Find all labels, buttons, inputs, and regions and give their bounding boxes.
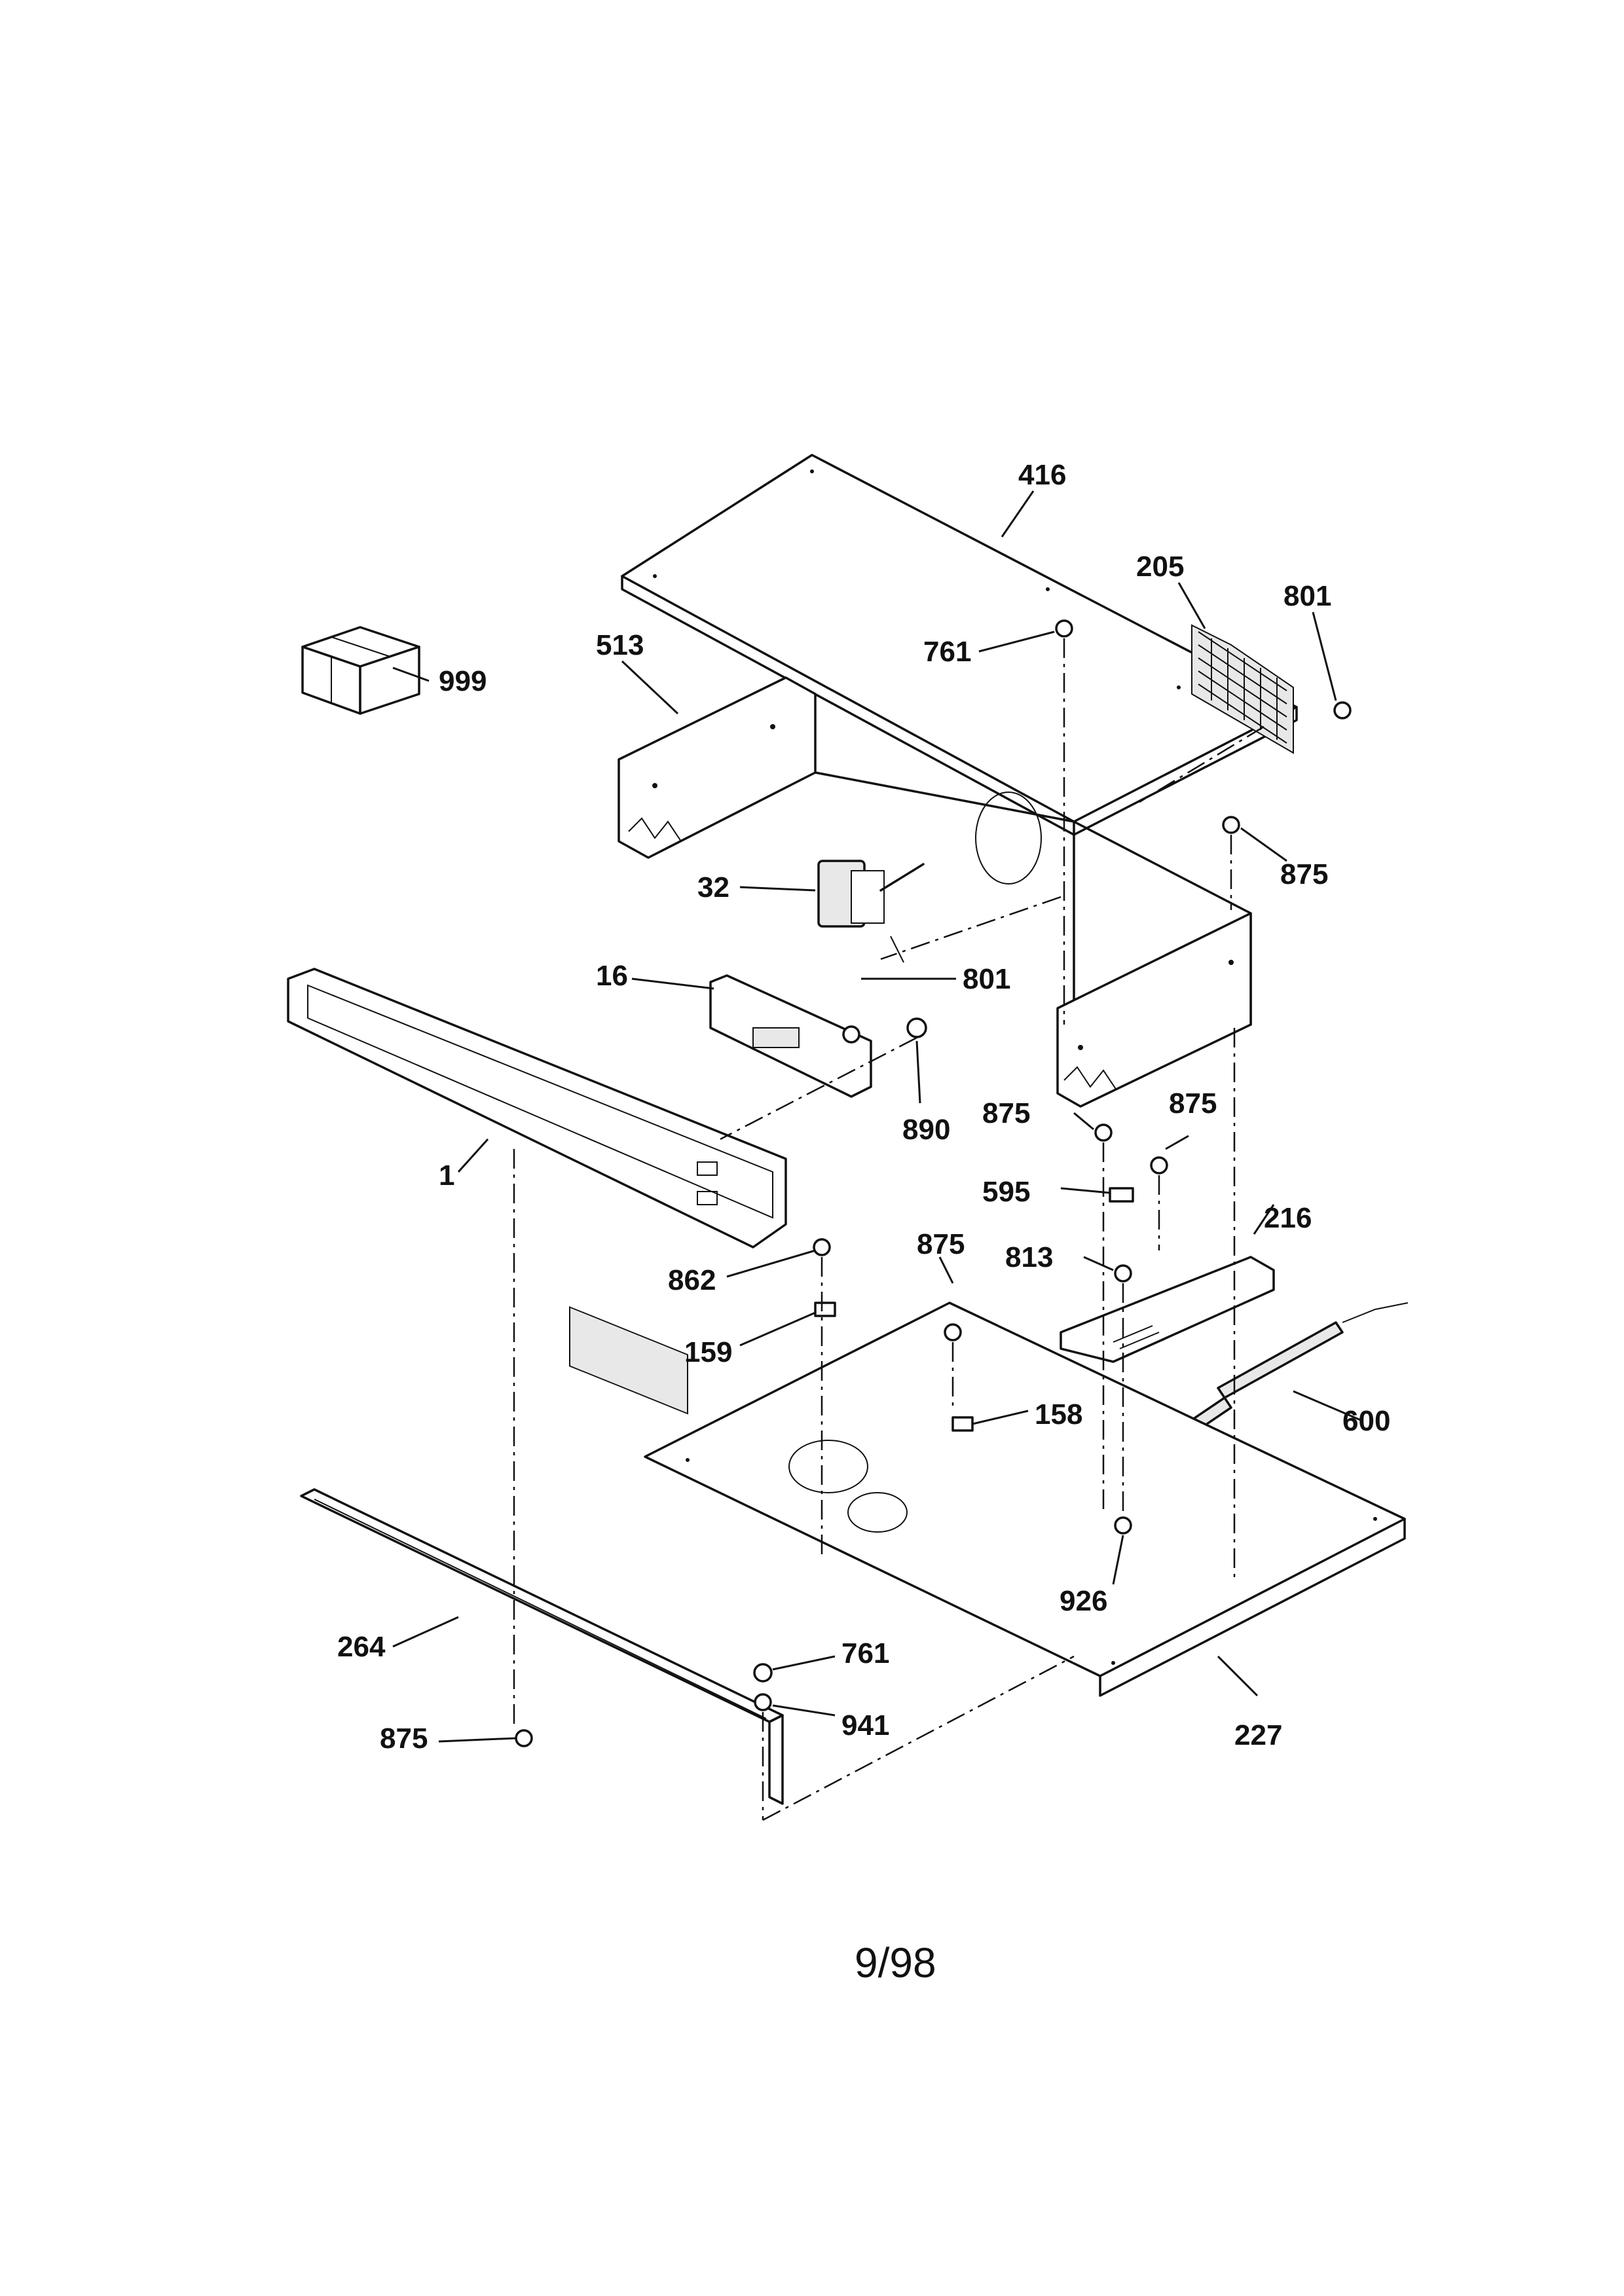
- screw-813: [1114, 1264, 1132, 1283]
- screw-862: [813, 1238, 831, 1256]
- keypad: [569, 1306, 688, 1415]
- label-32: 32: [697, 871, 729, 903]
- part-16-control-board: [709, 974, 872, 1098]
- label-205: 205: [1136, 551, 1184, 583]
- leader-lines: [392, 490, 1363, 1743]
- label-227: 227: [1234, 1719, 1282, 1751]
- label-862: 862: [668, 1264, 716, 1296]
- screw-875-top: [1222, 816, 1240, 834]
- label-16: 16: [596, 960, 628, 992]
- label-264: 264: [337, 1631, 386, 1663]
- label-416: 416: [1018, 459, 1066, 491]
- label-875-top: 875: [1280, 858, 1328, 890]
- label-941: 941: [841, 1709, 889, 1741]
- washer-941: [754, 1693, 772, 1711]
- part-1-control-panel: [287, 968, 787, 1415]
- label-875-d: 875: [917, 1228, 965, 1260]
- page-mark: 9/98: [855, 1939, 936, 1986]
- clip-595: [1109, 1187, 1134, 1203]
- part-216-relay-cover: [1060, 1256, 1275, 1363]
- label-875-c: 875: [1169, 1087, 1217, 1120]
- label-513: 513: [596, 629, 644, 661]
- screw-801-top: [1333, 701, 1352, 720]
- label-801-top: 801: [1283, 580, 1331, 612]
- screw-875-e: [515, 1729, 533, 1747]
- label-158: 158: [1035, 1398, 1082, 1430]
- grommet-926: [1114, 1516, 1132, 1535]
- label-600: 600: [1342, 1405, 1390, 1437]
- label-595: 595: [982, 1176, 1030, 1208]
- label-875-e: 875: [380, 1722, 428, 1755]
- screw-875-d: [944, 1323, 962, 1341]
- label-159: 159: [684, 1336, 732, 1368]
- label-761-top: 761: [923, 636, 971, 668]
- alignment-lines: [513, 638, 1264, 1821]
- part-205-vent-screen: [1191, 624, 1294, 754]
- screw-761-top: [1055, 619, 1073, 638]
- label-216: 216: [1264, 1202, 1312, 1234]
- part-513-side-rail: [618, 676, 817, 859]
- label-875-b: 875: [982, 1097, 1030, 1129]
- screw-875-c: [1150, 1156, 1168, 1175]
- label-890: 890: [902, 1114, 950, 1146]
- label-813: 813: [1005, 1241, 1053, 1273]
- screw-875-b: [1094, 1123, 1113, 1142]
- label-1: 1: [439, 1159, 454, 1192]
- part-999-box: [301, 626, 420, 715]
- label-999: 999: [439, 665, 487, 697]
- part-264-front-trim: [300, 1488, 784, 1805]
- clip-158: [951, 1416, 974, 1432]
- cabinet-body: [814, 771, 1252, 1108]
- label-761-low: 761: [841, 1637, 889, 1669]
- part-labels: 416 205 801 513 761 999 875 32 16 801 89…: [337, 459, 1390, 1755]
- fasteners: [515, 619, 1352, 1747]
- screw-761-low: [753, 1663, 773, 1683]
- knob-890: [906, 1017, 927, 1038]
- label-926: 926: [1060, 1585, 1107, 1617]
- label-801-mid: 801: [963, 963, 1010, 995]
- screw-801-mid: [842, 1025, 860, 1044]
- part-32-switch: [817, 860, 925, 963]
- clip-159: [814, 1302, 836, 1317]
